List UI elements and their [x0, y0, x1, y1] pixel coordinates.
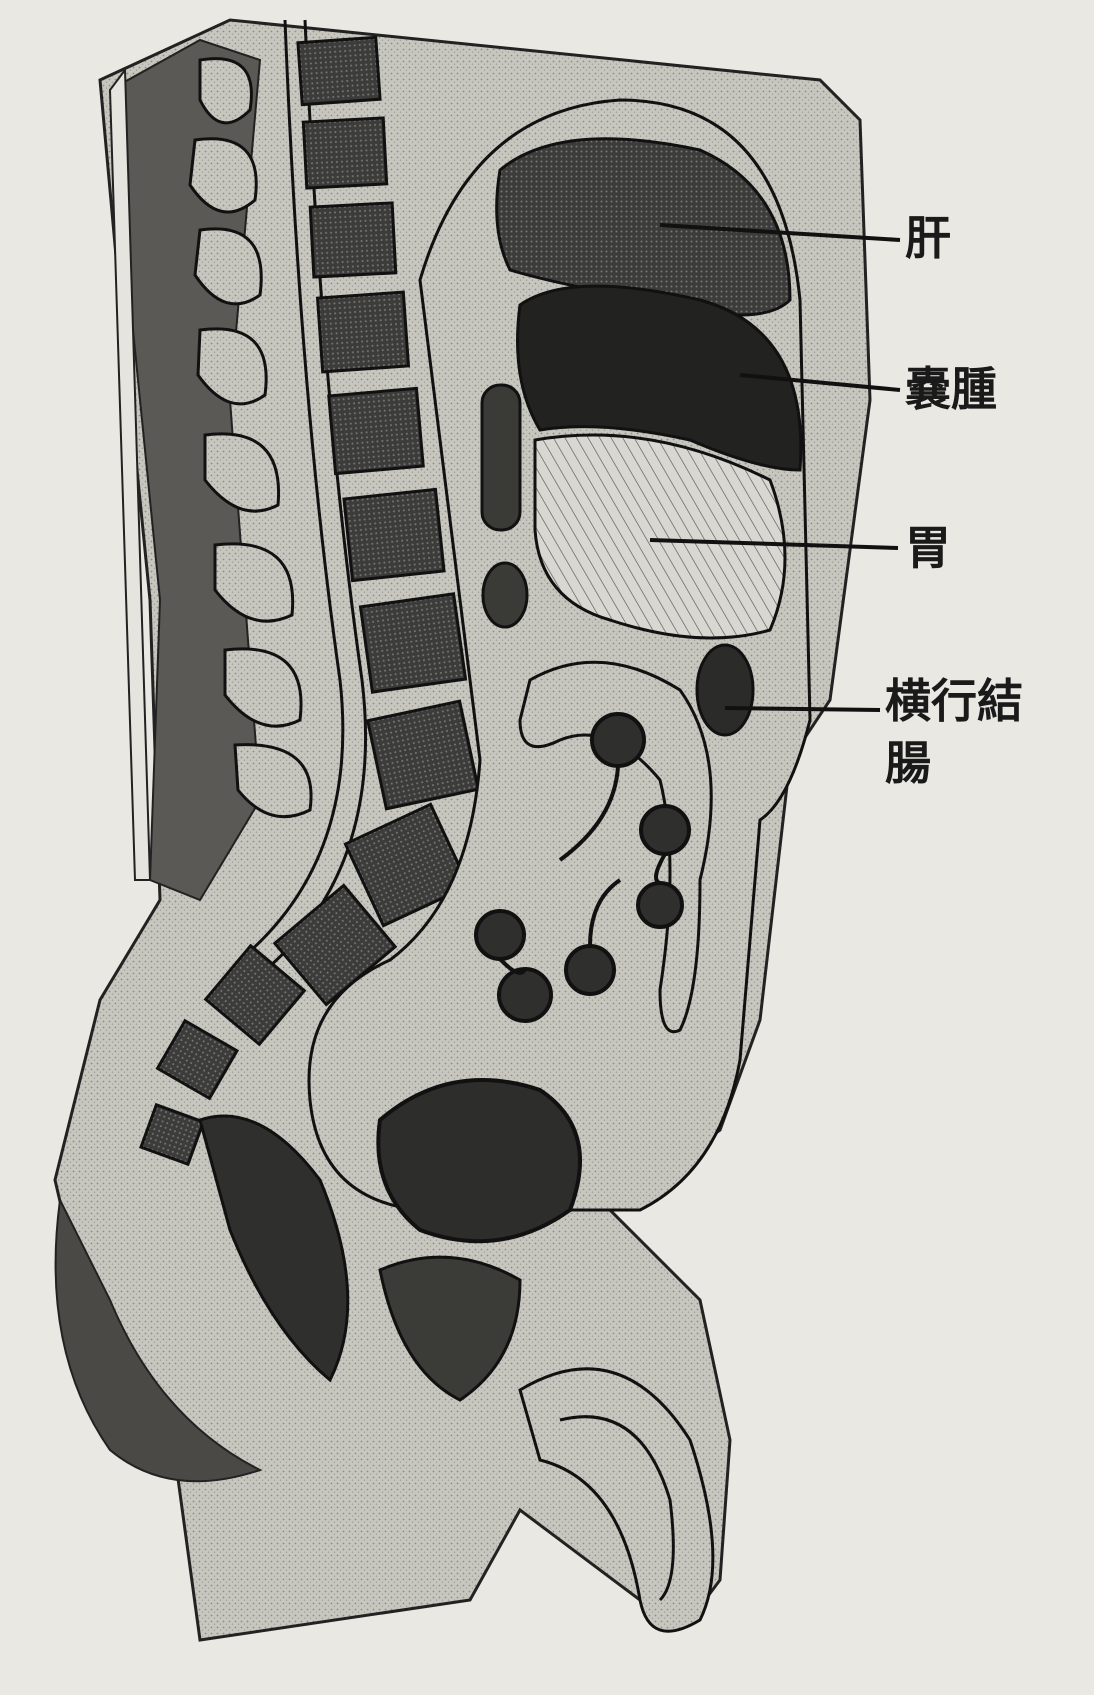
bladder: [378, 1080, 580, 1241]
transverse-colon: [697, 645, 753, 735]
label-transverse-colon-line2: 腸: [885, 740, 931, 786]
label-cyst: 嚢腫: [905, 366, 997, 412]
label-stomach: 胃: [905, 525, 951, 571]
label-transverse-colon-line1: 横行結: [885, 678, 1023, 724]
label-liver: 肝: [905, 215, 951, 261]
